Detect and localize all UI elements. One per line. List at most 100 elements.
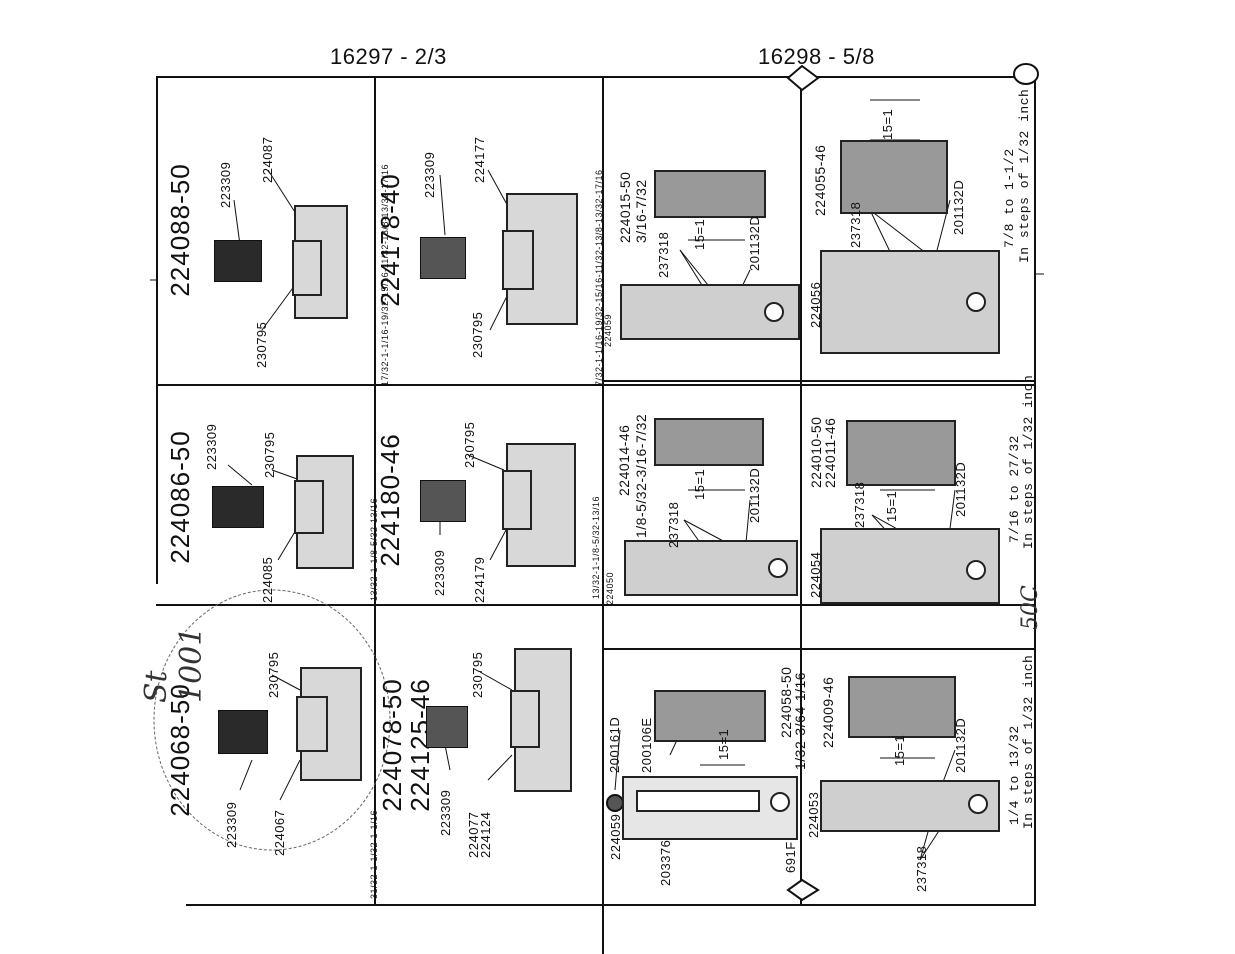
feed-dog-part [840,140,948,214]
model-title-224078-50: 224078-50 [377,678,407,812]
handwritten-annotation: St 1001 [139,626,209,703]
size-label-224015: 3/16-7/32 [633,179,649,243]
part-label-224050: 224050 [605,571,615,605]
part-label-224179: 224179 [472,556,487,603]
part-label-201132D: 201132D [951,179,966,235]
range-label-7-8-1-1-2: 7/8 to 1-1/2 [1002,148,1017,248]
feed-dog-part [654,690,766,742]
part-label-200106E: 200106E [639,717,654,773]
part-label-230795: 230795 [266,651,281,698]
grid-right-divider-2 [602,648,1034,650]
grid-col-divider-1 [374,76,376,906]
handwritten-annotation: 50C [1018,585,1043,630]
grid-right-divider-1 [602,380,1034,382]
part-label-237318: 237318 [848,201,863,248]
screw-hole [968,794,988,814]
part-label-224085: 224085 [260,556,275,603]
part-label-224124: 224124 [478,811,493,858]
grid-col-divider-3 [800,76,802,906]
part-label-200161D: 200161D [607,716,622,773]
feed-dog-part [214,240,262,282]
part-label-223309: 223309 [438,789,453,836]
part-label-201132D: 201132D [953,717,968,773]
feed-dog-part [420,237,466,279]
presser-foot-shank [292,240,322,296]
part-label-223309: 223309 [422,151,437,198]
presser-foot-shank [294,480,324,534]
part-label-237318: 237318 [666,501,681,548]
grid-right-border [1034,76,1036,906]
part-label-224056: 224056 [808,281,823,328]
dimension-15-1: 15=1 [892,734,907,766]
model-title-224088-50: 224088-50 [165,163,195,297]
model-title-224180-46: 224180-46 [375,433,405,567]
slot-window [636,790,760,812]
model-title-224178-40: 224178-40 [375,173,405,307]
part-label-224067: 224067 [272,809,287,856]
grid-row-divider-1 [156,384,1034,386]
part-label-230795: 230795 [254,321,269,368]
header-right-title: 16298 - 5/8 [758,44,875,69]
model-label-224015-50: 224015-50 [617,171,633,243]
grid-row-divider-2 [156,604,1034,606]
presser-foot-shank [502,230,534,290]
part-label-223309: 223309 [432,549,447,596]
part-label-224059: 224059 [608,813,623,860]
part-label-237318: 237318 [656,231,671,278]
steps-label: In steps of 1/32 inch [1021,654,1036,829]
model-label-224009-46: 224009-46 [820,676,836,748]
model-title-224086-50: 224086-50 [165,430,195,564]
steps-label: In steps of 1/32 inch [1021,374,1036,549]
part-label-230795: 230795 [262,431,277,478]
part-label-237318: 237318 [914,845,929,892]
feed-dog-part [420,480,466,522]
grid-top-border [156,76,1034,78]
part-label-203376: 203376 [658,839,673,886]
size-label-224058: 1/32-3/64-1/16 [792,671,808,770]
part-label-223309: 223309 [218,161,233,208]
presser-foot-shank [502,470,532,530]
part-label-201132D: 201132D [953,461,968,517]
dimension-15-1: 15=1 [880,108,895,140]
model-label-224014-46: 224014-46 [616,424,632,496]
feed-dog-part [212,486,264,528]
grid-bottom-border [186,904,1034,906]
feed-dog-part [654,170,766,218]
footer-sizes-224178: 7/32-1-1/16-19/32-15/16-11/32-13/8-13/32… [594,169,604,386]
screw-hole [770,792,790,812]
screw-hole [768,558,788,578]
part-label-237318: 237318 [852,481,867,528]
screw-hole [764,302,784,322]
screw-hole [966,292,986,312]
header-left-title: 16297 - 2/3 [330,44,447,69]
part-label-230795: 230795 [462,421,477,468]
feed-dog-part [848,676,956,738]
dimension-15-1: 15=1 [692,218,707,250]
part-label-224053: 224053 [806,791,821,838]
presser-foot-shank [296,696,328,752]
part-label-223309: 223309 [204,423,219,470]
part-label-224059: 224059 [603,313,613,347]
dimension-15-1: 15=1 [692,468,707,500]
screw-hole [966,560,986,580]
feed-dog-part [426,706,468,748]
part-label-230795: 230795 [470,311,485,358]
feed-dog-part [846,420,956,486]
footer-sizes-224180: 13/32-1-1/8-5/32-13/16 [591,495,601,599]
grid-center-divider [602,76,604,954]
part-label-223309: 223309 [224,801,239,848]
dimension-15-1: 15=1 [884,490,899,522]
model-label-224055-46: 224055-46 [812,144,828,216]
part-label-201132D: 201132D [747,215,762,271]
presser-foot-shank [510,690,540,748]
feed-dog-part [654,418,764,466]
part-label-224177: 224177 [472,136,487,183]
feed-dog-part [218,710,268,754]
steps-label: In steps of 1/32 inch [1017,88,1032,263]
part-label-224054: 224054 [808,551,823,598]
dimension-15-1: 15=1 [716,728,731,760]
size-label-224014: 1/8-5/32-3/16-7/32 [633,413,649,538]
part-label-230795: 230795 [470,651,485,698]
model-label-224011-46: 224011-46 [822,417,838,488]
part-label-201132D: 201132D [747,467,762,523]
